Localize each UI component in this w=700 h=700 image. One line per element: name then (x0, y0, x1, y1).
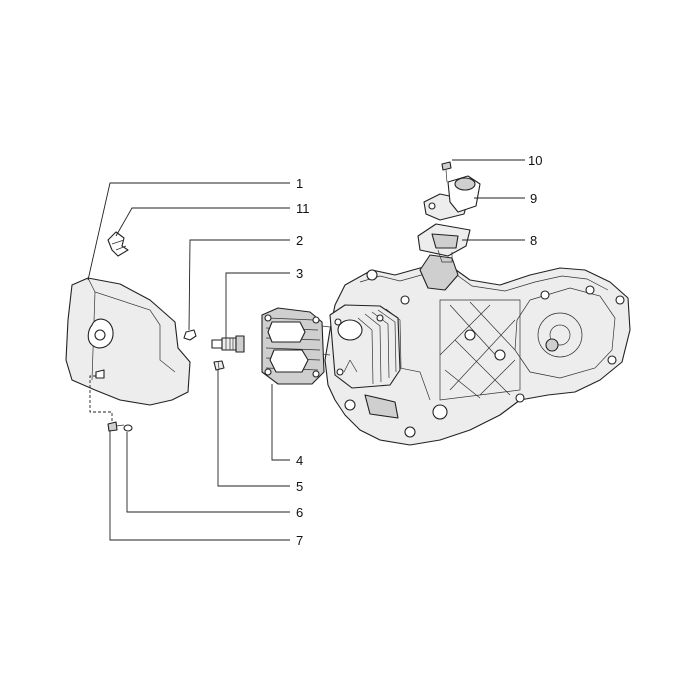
callout-1: 1 (296, 176, 303, 191)
callout-6: 6 (296, 505, 303, 520)
callout-11: 11 (296, 201, 310, 216)
callout-8: 8 (530, 233, 537, 248)
shroud-washer (123, 424, 133, 432)
spark-plug (211, 335, 245, 353)
leader-lines (87, 159, 525, 541)
callout-4: 4 (296, 453, 303, 468)
manifold-screw (441, 161, 452, 183)
cylinder-head (261, 307, 325, 385)
callout-2: 2 (296, 233, 303, 248)
callout-9: 9 (530, 191, 537, 206)
callout-5: 5 (296, 479, 303, 494)
engine-crankcase (324, 254, 631, 446)
head-nut (213, 360, 225, 371)
callout-10: 10 (528, 153, 542, 168)
shroud-screw (107, 421, 125, 432)
cylinder (321, 304, 402, 389)
callout-labels: 1 11 2 3 4 5 6 7 8 9 10 (296, 153, 542, 548)
shroud-nut (183, 329, 197, 341)
callout-3: 3 (296, 266, 303, 281)
cylinder-shroud (65, 277, 191, 406)
hose-clip (107, 231, 129, 257)
callout-7: 7 (296, 533, 303, 548)
intake-manifold (423, 175, 481, 221)
reed-valve (417, 223, 471, 263)
